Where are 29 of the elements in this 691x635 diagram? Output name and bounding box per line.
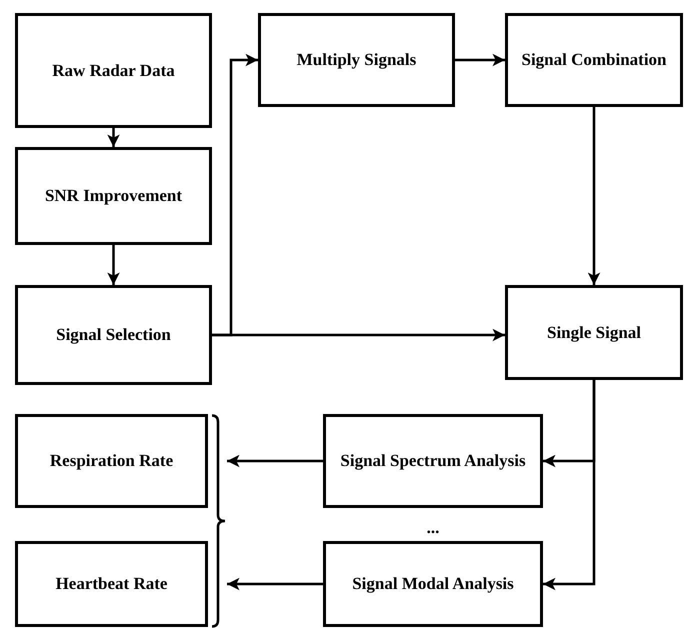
- process-box: [15, 13, 212, 128]
- process-box: [323, 414, 543, 508]
- process-box: [15, 541, 208, 627]
- process-box: [505, 285, 683, 380]
- arrow: [588, 107, 600, 285]
- process-box: [15, 285, 212, 385]
- box-label: SNR Improvement: [44, 185, 182, 208]
- box-label: Single Signal: [546, 322, 641, 344]
- arrow: [227, 454, 323, 468]
- box-label: Respiration Rate: [50, 450, 174, 472]
- ellipsis-label: ...: [426, 518, 440, 538]
- arrow: [212, 328, 505, 342]
- box-label: Multiply Signals: [296, 49, 416, 72]
- box-label: Signal Combination: [521, 49, 666, 72]
- box-label: Signal Spectrum Analysis: [340, 450, 526, 472]
- process-box: [323, 541, 543, 627]
- process-box: [505, 13, 683, 107]
- process-box: [15, 414, 208, 508]
- box-label: Heartbeat Rate: [56, 573, 168, 596]
- box-label: Raw Radar Data: [52, 60, 175, 82]
- process-box: [15, 147, 212, 245]
- box-label: Signal Selection: [56, 324, 171, 346]
- arrow: [227, 578, 323, 590]
- arrow: [107, 128, 120, 147]
- arrow: [543, 380, 596, 590]
- process-box: [258, 13, 455, 107]
- arrow: [107, 245, 120, 285]
- box-label: Signal Modal Analysis: [352, 573, 514, 596]
- arrow: [455, 54, 505, 66]
